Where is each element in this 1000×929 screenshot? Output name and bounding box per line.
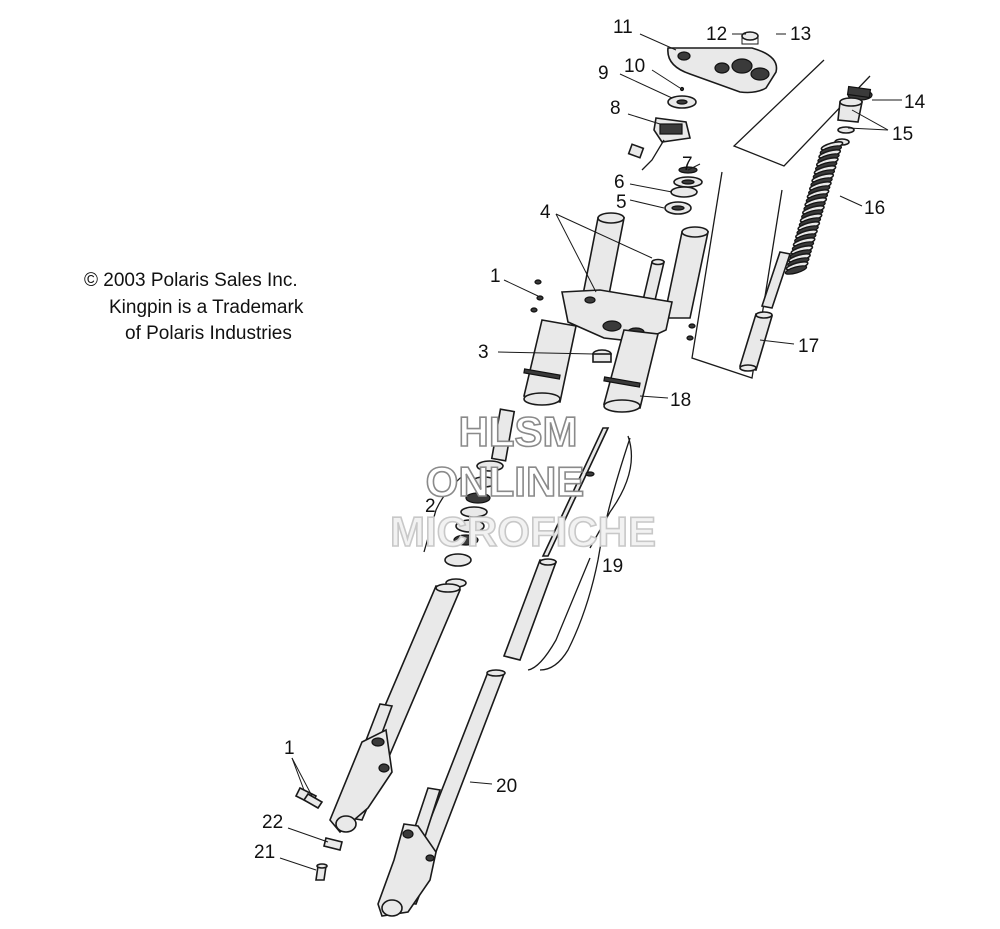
callout-12: 12 (706, 24, 727, 45)
leader-lines (279, 33, 902, 871)
callout-21: 21 (254, 842, 275, 863)
clamp-bolts (530, 279, 696, 341)
fork-spring (784, 141, 844, 275)
callout-4: 4 (540, 202, 551, 223)
watermark: HLSM ONLINE MICROFICHE (389, 407, 657, 556)
callout-1-bottom: 1 (284, 738, 295, 759)
watermark-line-2: ONLINE (426, 458, 585, 505)
fork-lowers-upper-section (523, 319, 659, 413)
callout-8: 8 (610, 98, 621, 119)
callout-3: 3 (478, 342, 489, 363)
spring-cap-and-spacers (834, 85, 873, 146)
callout-10: 10 (624, 56, 645, 77)
kingpin-washer (667, 86, 697, 109)
damper-rod (502, 427, 633, 671)
spring-group-box (691, 59, 871, 379)
watermark-line-1: HLSM (459, 408, 578, 455)
callout-1-top: 1 (490, 266, 501, 287)
spring-spacer-rod (760, 251, 792, 309)
stem-bearings (664, 166, 703, 215)
callout-19: 19 (602, 556, 623, 577)
spring-coil (784, 265, 808, 275)
drain-bolt (323, 837, 343, 851)
callout-2: 2 (425, 496, 436, 517)
callout-13: 13 (790, 24, 811, 45)
right-fork-slider (377, 669, 506, 917)
callout-16: 16 (864, 198, 885, 219)
top-triple-clamp (667, 31, 778, 94)
seals-bushings (444, 408, 516, 588)
callout-7: 7 (682, 154, 693, 175)
callout-labels: 11 12 13 10 9 8 7 6 5 4 1 3 14 15 16 17 … (254, 17, 926, 863)
callout-22: 22 (262, 812, 283, 833)
copyright-line-2: Kingpin is a Trademark (109, 297, 304, 318)
copyright-line-1: © 2003 Polaris Sales Inc. (84, 270, 298, 291)
lock-bracket (627, 117, 691, 171)
damper-bolt (315, 863, 328, 881)
callout-14: 14 (904, 92, 926, 113)
callout-11: 11 (613, 17, 633, 38)
spacer-tube (738, 311, 774, 372)
copyright-line-3: of Polaris Industries (125, 323, 292, 344)
callout-20: 20 (496, 776, 517, 797)
left-fork-slider (329, 583, 462, 834)
callout-18: 18 (670, 390, 691, 411)
callout-9: 9 (598, 63, 609, 84)
callout-17: 17 (798, 336, 819, 357)
callout-15: 15 (892, 124, 913, 145)
bracket-2 (423, 469, 471, 553)
watermark-line-3: MICROFICHE (390, 508, 656, 555)
callout-5: 5 (616, 192, 627, 213)
copyright-block: © 2003 Polaris Sales Inc. Kingpin is a T… (84, 270, 304, 344)
bracket-19 (539, 437, 631, 671)
fork-cap (592, 349, 612, 363)
callout-6: 6 (614, 172, 625, 193)
